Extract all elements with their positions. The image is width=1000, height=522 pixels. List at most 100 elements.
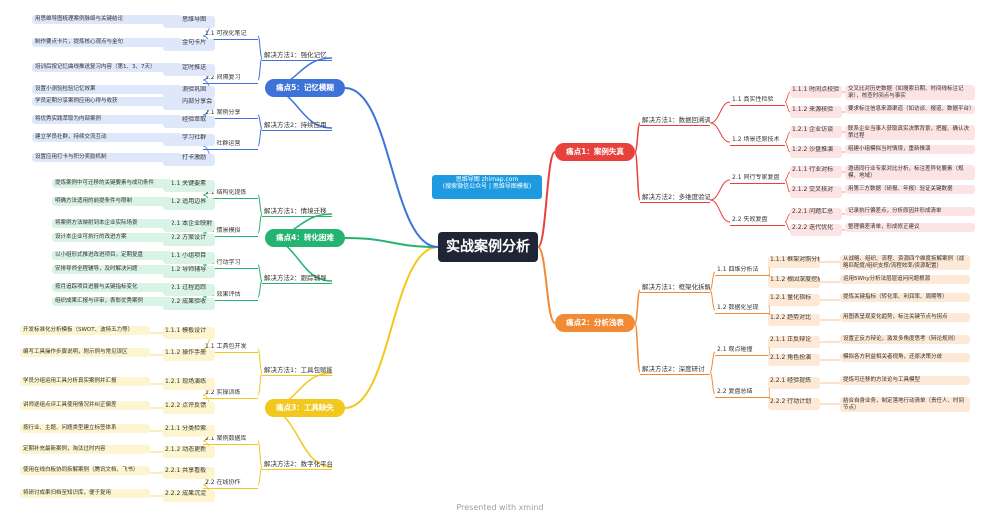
group-green-1-2[interactable]: 1.2 情景模拟 [203, 227, 258, 237]
link-red-m2 [634, 151, 641, 201]
method-red-1[interactable]: 解决方法1：数据回溯调研 [640, 116, 710, 127]
item-red-2-2-2[interactable]: 2.2.2 迭代优化 [790, 224, 842, 236]
item-red-2-1-1[interactable]: 2.1.1 行业对标 [790, 166, 842, 178]
group-orange-2-1[interactable]: 2.1 观点碰撞 [715, 346, 770, 356]
leaf-blue-1-2-1: 培训后按记忆曲线推送复习内容（第1、3、7天） [32, 63, 182, 72]
group-yellow-2-2[interactable]: 2.2 在线协作 [203, 479, 258, 489]
item-yellow-2-2-1[interactable]: 2.2.1 共享看板 [163, 467, 215, 479]
pain-point-yellow[interactable]: 痛点3：工具缺失 [265, 399, 345, 417]
item-yellow-2-1-2[interactable]: 2.1.2 动态更新 [163, 446, 215, 458]
item-orange-2-2-1[interactable]: 2.2.1 经验提炼 [768, 377, 820, 389]
watermark-line2: (搜索微信公众号 | 思维导图模板) [442, 182, 532, 190]
link-red-g22 [709, 199, 731, 223]
watermark-line1: 思维导图 zhimap.com [455, 176, 519, 183]
item-red-2-2-1[interactable]: 2.2.1 问题汇总 [790, 208, 842, 220]
method-yellow-1[interactable]: 解决方法1：工具包赋能 [262, 366, 332, 377]
group-orange-1-1[interactable]: 1.1 四维分析法 [715, 266, 770, 276]
pain-point-blue[interactable]: 痛点5：记忆模糊 [265, 79, 345, 97]
group-yellow-1-1[interactable]: 1.1 工具包开发 [203, 343, 258, 353]
method-red-2[interactable]: 解决方法2：多维度验证 [640, 193, 710, 204]
method-green-2[interactable]: 解决方法2：跟踪辅导 [262, 274, 332, 285]
leaf-red-1-1-1: 交叉比对历史数据（如搜索日期、时间线标注记录），核查时间点与事实 [845, 85, 975, 101]
item-green-2-1-1[interactable]: 2.1.1 小组项目 [163, 252, 215, 264]
item-yellow-1-2-1[interactable]: 1.2.1 现场演练 [163, 378, 215, 390]
item-yellow-2-2-2[interactable]: 2.2.2 成果沉淀 [163, 490, 215, 502]
item-red-2-1-2[interactable]: 2.1.2 交叉核对 [790, 186, 842, 198]
item-green-1-2-2[interactable]: 1.2.2 方案设计 [163, 234, 215, 246]
group-yellow-1-2[interactable]: 1.2 实操训练 [203, 389, 258, 399]
pain-point-green[interactable]: 痛点4：转化困难 [265, 229, 345, 247]
leaf-blue-1-1-2: 制作要点卡片，提炼核心观点与金句 [32, 38, 182, 47]
leaf-red-1-2-1: 联系企业当事人获取真实决策背景，把握、确认决策过程 [845, 125, 975, 141]
item-red-1-2-2[interactable]: 1.2.2 沙盘推演 [790, 146, 842, 158]
root-topic[interactable]: 实战案例分析 [438, 232, 538, 262]
item-green-1-2-1[interactable]: 1.2.1 本企业映射 [163, 220, 215, 232]
link-green-g22 [257, 280, 263, 298]
leaf-orange-2-2-2: 结合自身业务，制定落地行动清单（责任人、时间节点） [840, 397, 970, 413]
method-orange-2[interactable]: 解决方法2：深度研讨 [640, 365, 710, 376]
leaf-green-1-1-1: 提炼案例中可迁移的关键要素与成功条件 [52, 179, 172, 188]
item-red-1-2-1[interactable]: 1.2.1 企业访谈 [790, 126, 842, 138]
group-yellow-2-1[interactable]: 2.1 案例数据库 [203, 435, 258, 445]
item-red-1-1-2[interactable]: 1.1.2 来源核验 [790, 106, 842, 118]
item-green-2-1-2[interactable]: 2.1.2 导师辅导 [163, 266, 215, 278]
item-yellow-1-2-2[interactable]: 1.2.2 点评反馈 [163, 402, 215, 414]
leaf-orange-1-1-1: 从战略、组织、流程、资源四个维度拆解案例（战略匹配度/组织支撑/流程效率/资源配… [840, 255, 970, 271]
leaf-yellow-2-2-2: 将研讨成果归档至知识库，便于复用 [20, 489, 150, 498]
item-orange-2-1-1[interactable]: 2.1.1 正反辩论 [768, 336, 820, 348]
item-yellow-1-1-1[interactable]: 1.1.1 模板设计 [163, 327, 215, 339]
leaf-blue-1-2-2: 设置小测验检验记忆效果 [32, 85, 182, 94]
item-green-2-2-1[interactable]: 2.2.1 过程追踪 [163, 284, 215, 296]
pain-point-red[interactable]: 痛点1：案例失真 [555, 143, 635, 161]
group-red-2-1[interactable]: 2.1 同行专家复盘 [730, 174, 785, 184]
group-orange-1-2[interactable]: 1.2 数据化呈现 [715, 304, 770, 314]
group-green-2-1[interactable]: 2.1 行动学习 [203, 259, 258, 269]
item-orange-1-1-1[interactable]: 1.1.1 框架对照分析 [768, 256, 820, 268]
leaf-green-1-1-2: 明确方法适用的前提条件与限制 [52, 197, 172, 206]
item-orange-1-2-2[interactable]: 1.2.2 趋势对比 [768, 314, 820, 326]
leaf-orange-1-1-2: 运用5Why分析法层层追问问题根源 [840, 275, 970, 284]
watermark-tag: 思维导图 zhimap.com (搜索微信公众号 | 思维导图模板) [432, 175, 542, 199]
leaf-orange-2-2-1: 提炼可迁移的方法论与工具模型 [840, 376, 970, 385]
pain-point-orange[interactable]: 痛点2：分析浅表 [555, 314, 635, 332]
link-root-orange [537, 246, 556, 324]
leaf-yellow-2-1-2: 定期补充最新案例，淘汰过时内容 [20, 445, 150, 454]
item-red-1-1-1[interactable]: 1.1.1 时间点校验 [790, 86, 842, 98]
link-yellow-g22 [257, 466, 263, 486]
leaf-green-2-1-2: 安排导师全程辅导，及时解决问题 [52, 265, 172, 274]
item-green-1-1-1[interactable]: 1.1.1 关键要素 [163, 180, 215, 192]
group-blue-1-1[interactable]: 1.1 可视化笔记 [203, 30, 258, 40]
group-red-2-2[interactable]: 2.2 失败复盘 [730, 216, 785, 226]
link-yellow-g11 [257, 348, 263, 374]
group-blue-2-2[interactable]: 2.2 社群运营 [203, 140, 258, 150]
leaf-orange-2-1-1: 设置正反方辩论，激发多角度思考（辩论规则） [840, 335, 970, 344]
group-blue-1-2[interactable]: 1.2 间隔复习 [203, 74, 258, 84]
group-green-1-1[interactable]: 1.1 结构化提炼 [203, 189, 258, 199]
item-orange-1-2-1[interactable]: 1.2.1 量化指标 [768, 294, 820, 306]
group-blue-2-1[interactable]: 2.1 案例分享 [203, 109, 258, 119]
method-blue-2[interactable]: 解决方法2：持续应用 [262, 121, 332, 132]
item-green-1-1-2[interactable]: 1.1.2 适用边界 [163, 198, 215, 210]
leaf-yellow-1-1-2: 编写工具操作步骤说明，附示例与常见误区 [20, 348, 150, 357]
link-green-g12 [257, 213, 263, 234]
group-red-1-1[interactable]: 1.1 真实性检验 [730, 96, 785, 106]
item-orange-2-1-2[interactable]: 2.1.2 角色扮演 [768, 354, 820, 366]
item-yellow-2-1-1[interactable]: 2.1.1 分类检索 [163, 425, 215, 437]
link-orange-g12 [709, 289, 716, 311]
item-orange-2-2-2[interactable]: 2.2.2 行动计划 [768, 398, 820, 410]
link-red-i212 [784, 179, 791, 193]
method-yellow-2[interactable]: 解决方法2：数字化平台 [262, 460, 332, 471]
group-orange-2-2[interactable]: 2.2 复盘总结 [715, 388, 770, 398]
method-orange-1[interactable]: 解决方法1：框架化拆解 [640, 283, 710, 294]
link-orange-m2 [634, 322, 641, 373]
item-yellow-1-1-2[interactable]: 1.1.2 操作手册 [163, 349, 215, 361]
link-red-i222 [784, 221, 791, 231]
item-green-2-2-2[interactable]: 2.2.2 成果验收 [163, 298, 215, 310]
group-red-1-2[interactable]: 1.2 场景还原技术 [730, 136, 785, 146]
leaf-red-1-2-2: 组建小组模拟当时情境，重新推演 [845, 145, 975, 154]
link-orange-g11 [709, 271, 716, 291]
method-blue-1[interactable]: 解决方法1：强化记忆 [262, 51, 332, 62]
method-green-1[interactable]: 解决方法1：情境迁移 [262, 207, 332, 218]
item-orange-1-1-2[interactable]: 1.1.2 根因深度挖掘 [768, 276, 820, 288]
group-green-2-2[interactable]: 2.2 效果评估 [203, 291, 258, 301]
